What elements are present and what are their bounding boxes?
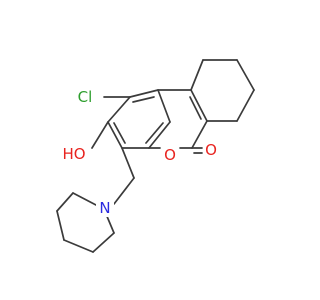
bond-double	[132, 96, 155, 103]
bond	[121, 147, 135, 179]
bond	[236, 59, 255, 91]
bond	[236, 89, 255, 122]
bond-double	[145, 122, 164, 144]
bond	[157, 89, 171, 123]
bond	[105, 213, 115, 234]
chlorine-atom: Cl	[72, 88, 98, 107]
hydroxyl-group: HO	[60, 145, 90, 163]
bond	[107, 121, 123, 149]
bond	[190, 89, 208, 122]
nitrogen-label: N	[99, 199, 110, 217]
bond	[63, 239, 94, 253]
ring-oxygen-atom: O	[162, 146, 178, 164]
bond	[56, 192, 74, 212]
bond	[91, 121, 109, 149]
bond	[148, 121, 171, 149]
bond	[56, 210, 65, 241]
bond	[113, 177, 135, 205]
structure-diagram: Cl HO O O N	[56, 59, 255, 253]
bond-double	[113, 122, 126, 144]
carbonyl-oxygen-atom: O	[203, 140, 219, 160]
chlorine-label: Cl	[78, 88, 93, 106]
bond	[72, 192, 97, 206]
atom-label-layer: Cl HO O O N	[60, 88, 219, 217]
bond	[92, 232, 115, 253]
ring-oxygen-label: O	[164, 146, 176, 164]
bond-layer	[56, 59, 255, 253]
molecule-canvas: Cl HO O O N	[56, 59, 255, 253]
nitrogen-atom: N	[96, 199, 114, 217]
bond-double	[189, 96, 202, 120]
bond	[190, 59, 204, 91]
carbonyl-oxygen-label: O	[205, 141, 217, 159]
bond	[129, 89, 159, 98]
hydroxyl-label: HO	[62, 145, 85, 163]
bond	[107, 96, 131, 123]
bond	[191, 120, 208, 149]
